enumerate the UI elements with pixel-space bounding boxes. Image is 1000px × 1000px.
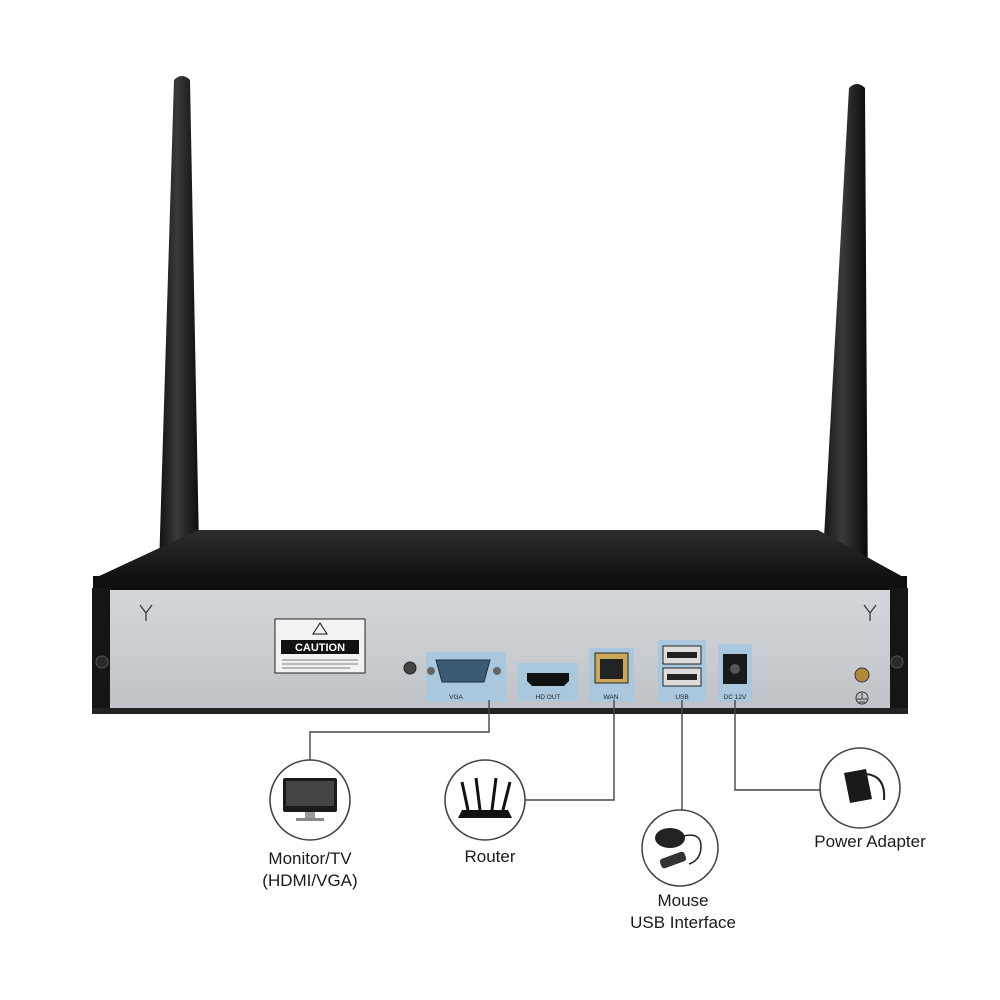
router-caption: Router xyxy=(430,846,550,868)
nvr-chassis xyxy=(92,530,908,714)
monitor-label: Monitor/TV xyxy=(268,849,352,868)
svg-text:USB: USB xyxy=(675,694,688,701)
ground-terminal-icon xyxy=(854,667,870,705)
screw-icon xyxy=(95,655,109,669)
wan-port: WAN xyxy=(589,648,634,702)
screw-icon xyxy=(890,655,904,669)
svg-text:VGA: VGA xyxy=(449,694,463,701)
antenna-symbol-icon xyxy=(863,604,877,621)
power-adapter-icon xyxy=(819,747,901,829)
vga-port: VGA xyxy=(426,652,506,702)
svg-text:CAUTION: CAUTION xyxy=(295,642,345,654)
svg-text:WAN: WAN xyxy=(604,694,619,701)
monitor-caption: Monitor/TV (HDMI/VGA) xyxy=(245,848,375,892)
router-icon xyxy=(444,759,526,841)
mouse-icon xyxy=(641,809,719,887)
power-caption: Power Adapter xyxy=(795,831,945,853)
usb-ports: USB xyxy=(658,640,706,702)
mouse-caption: Mouse USB Interface xyxy=(605,890,761,934)
monitor-icon xyxy=(269,759,351,841)
audio-jack-icon xyxy=(403,661,417,675)
mouse-label: Mouse xyxy=(657,891,709,910)
antenna-symbol-icon xyxy=(139,604,153,621)
router-label: Router xyxy=(464,847,516,866)
dc-power-port: DC 12V xyxy=(718,644,752,702)
hdmi-port: HD OUT xyxy=(518,663,578,701)
monitor-sublabel: (HDMI/VGA) xyxy=(262,871,358,890)
power-adapter-label: Power Adapter xyxy=(814,832,926,851)
connector-lines xyxy=(309,700,822,812)
svg-text:HD OUT: HD OUT xyxy=(536,694,561,701)
caution-label: CAUTION xyxy=(274,618,366,674)
svg-text:DC 12V: DC 12V xyxy=(724,694,747,701)
mouse-sublabel: USB Interface xyxy=(630,913,736,932)
